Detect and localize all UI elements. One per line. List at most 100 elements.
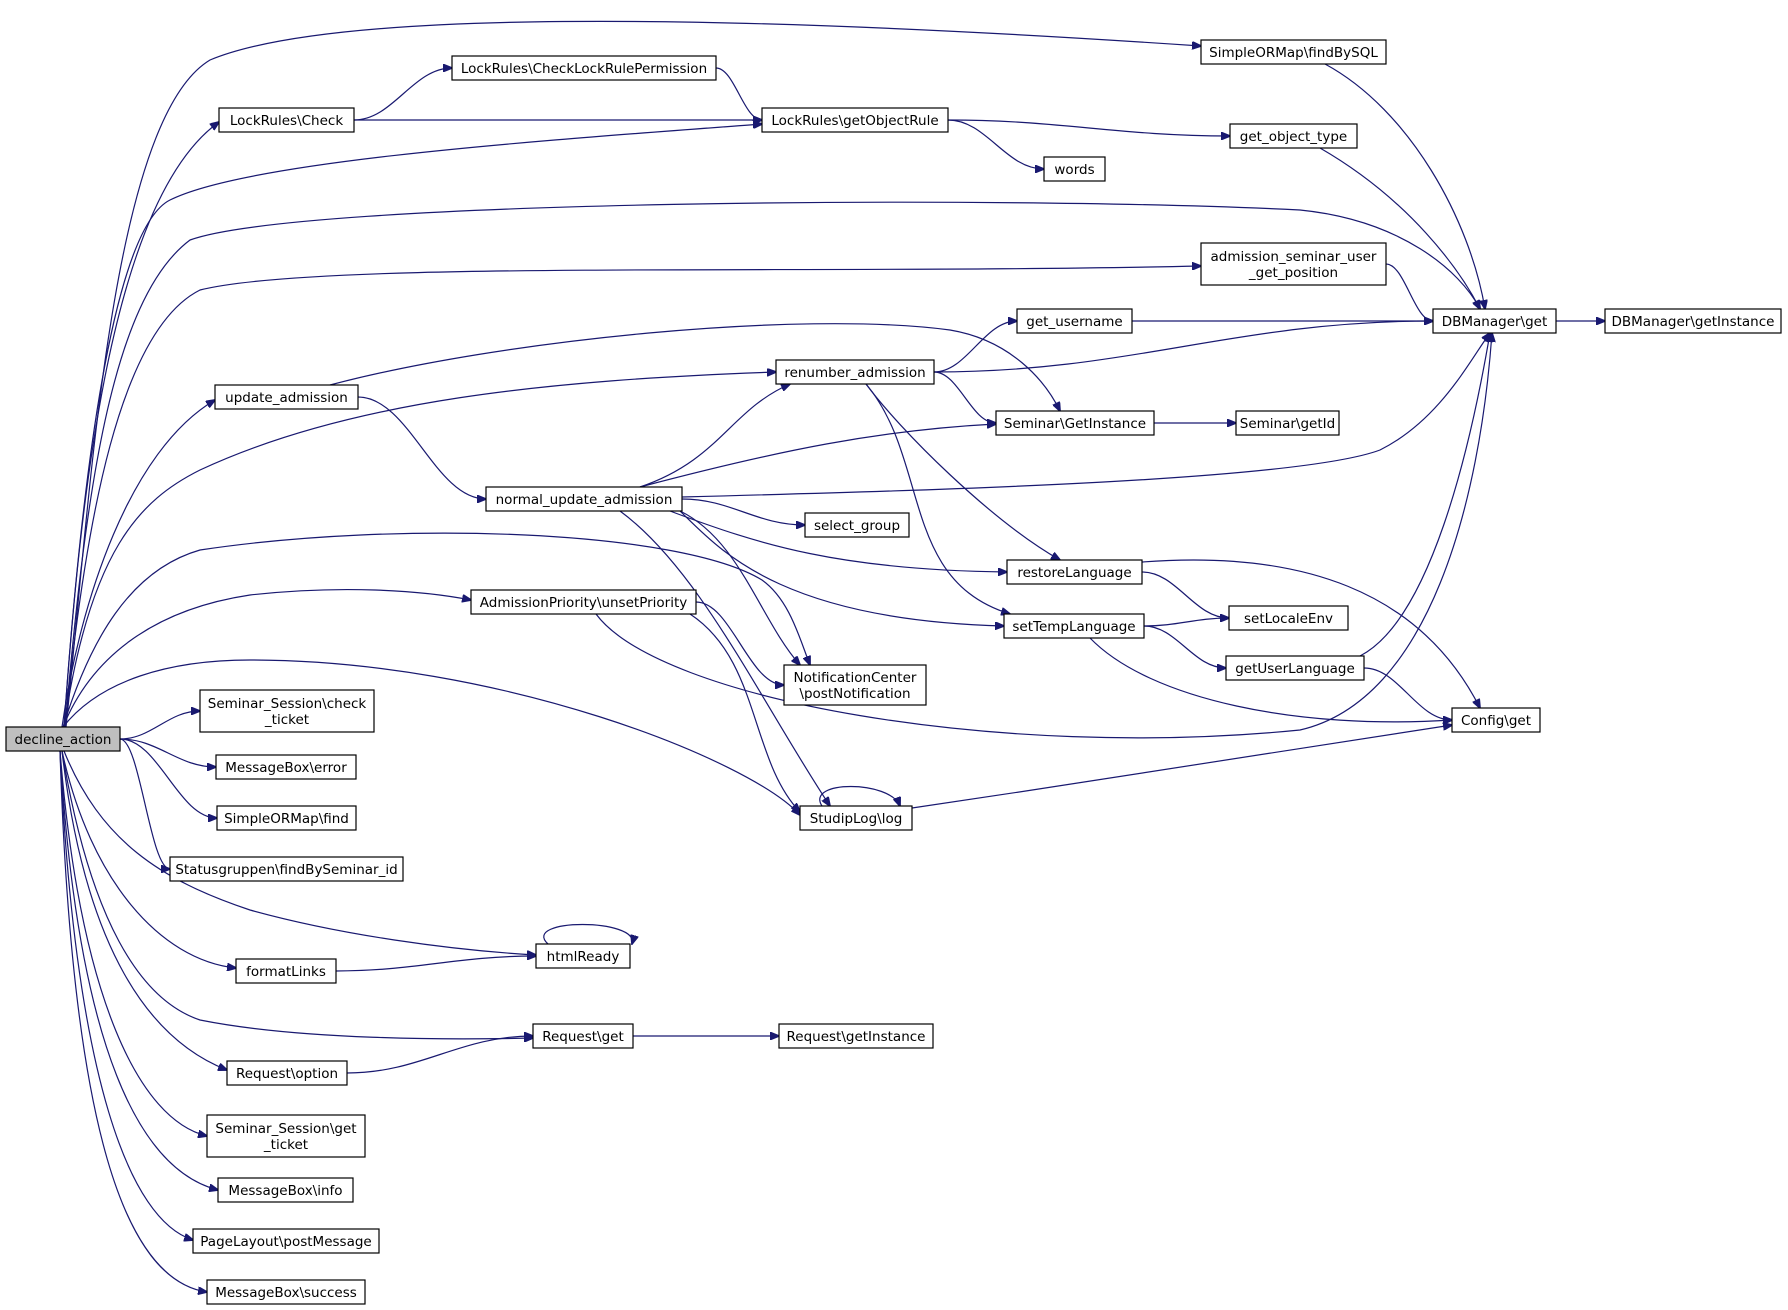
node-req-gi[interactable]: Request\getInstance: [778, 1023, 934, 1049]
node-formatLinks[interactable]: formatLinks: [235, 958, 337, 984]
node-ap-up[interactable]: AdmissionPriority\unsetPriority: [470, 589, 697, 615]
edge-renumber_admission-to-dbm_get: [933, 321, 1433, 373]
edge-update_admission-to-nua: [357, 396, 486, 499]
node-htmlReady[interactable]: htmlReady: [535, 943, 631, 969]
node-sorm-find[interactable]: SimpleORMap\find: [216, 805, 357, 831]
node-dbm-gi[interactable]: DBManager\getInstance: [1604, 308, 1782, 334]
node-req-option[interactable]: Request\option: [226, 1060, 348, 1086]
edge-decline_action-to-mb_success: [59, 750, 207, 1292]
edge-decline_action-to-mb_error: [119, 738, 216, 767]
node-getUserLanguage[interactable]: getUserLanguage: [1225, 655, 1365, 681]
node-ss-check[interactable]: Seminar_Session\check_ticket: [199, 689, 375, 733]
node-box: [1229, 123, 1358, 149]
node-label: get_username: [1026, 314, 1122, 330]
node-req-get[interactable]: Request\get: [532, 1023, 634, 1049]
node-label: LockRules\Check: [230, 113, 343, 129]
node-mb-info[interactable]: MessageBox\info: [217, 1177, 354, 1203]
node-box: [169, 856, 404, 882]
node-get-username[interactable]: get_username: [1016, 308, 1133, 334]
edge-htmlReady-to-htmlReady: [543, 923, 633, 945]
node-label: getUserLanguage: [1235, 661, 1355, 677]
edge-nua-to-sl_log: [619, 510, 830, 806]
node-box: [1200, 39, 1387, 65]
node-select-group[interactable]: select_group: [804, 512, 910, 538]
node-label: renumber_admission: [784, 365, 925, 381]
edge-renumber_admission-to-restoreLanguage: [865, 383, 1060, 560]
edge-lr_cclrp-to-lr_gor: [715, 67, 762, 120]
node-got[interactable]: get_object_type: [1229, 123, 1358, 149]
node-mb-success[interactable]: MessageBox\success: [206, 1279, 366, 1305]
edge-nua-to-restoreLanguage: [669, 510, 1007, 572]
edge-nua-to-dbm_get: [681, 333, 1490, 498]
edge-decline_action-to-sg_fbsi: [119, 738, 170, 869]
node-label: \postNotification: [799, 686, 910, 702]
edge-decline_action-to-renumber_admission: [63, 372, 776, 728]
edge-layer: [59, 20, 1605, 1292]
node-box: [199, 689, 375, 733]
node-sem-getid[interactable]: Seminar\getId: [1235, 410, 1340, 436]
node-lr-gor[interactable]: LockRules\getObjectRule: [761, 107, 949, 133]
node-box: [1043, 156, 1106, 182]
node-box: [5, 726, 121, 752]
edge-decline_action-to-lr_check: [63, 122, 219, 728]
node-box: [226, 1060, 348, 1086]
node-label: _ticket: [263, 1137, 308, 1153]
node-box: [1604, 308, 1782, 334]
node-sorm-fbs[interactable]: SimpleORMap\findBySQL: [1200, 39, 1387, 65]
edge-decline_action-to-req_option: [61, 750, 227, 1070]
node-box: [215, 754, 357, 780]
node-dbm-get[interactable]: DBManager\get: [1432, 308, 1557, 334]
node-box: [217, 1177, 354, 1203]
edge-decline_action-to-formatLinks: [61, 750, 236, 968]
edge-update_admission-to-sem_gi: [329, 323, 1060, 411]
edge-decline_action-to-ap_up: [62, 588, 471, 728]
node-label: select_group: [814, 518, 900, 534]
node-setLocaleEnv[interactable]: setLocaleEnv: [1228, 605, 1349, 631]
node-label: SimpleORMap\find: [224, 811, 349, 827]
node-config-get[interactable]: Config\get: [1451, 707, 1541, 733]
node-pl-pm[interactable]: PageLayout\postMessage: [192, 1228, 380, 1254]
node-sl-log[interactable]: StudipLog\log: [799, 805, 913, 831]
node-mb-error[interactable]: MessageBox\error: [215, 754, 357, 780]
node-renumber-admission[interactable]: renumber_admission: [775, 359, 935, 385]
node-lr-check[interactable]: LockRules\Check: [218, 107, 355, 133]
edge-formatLinks-to-htmlReady: [335, 956, 536, 972]
edge-nua-to-renumber_admission: [639, 384, 790, 488]
node-nua[interactable]: normal_update_admission: [485, 486, 683, 512]
node-restoreLanguage[interactable]: restoreLanguage: [1006, 559, 1143, 585]
edge-ap_up-to-dbm_get: [595, 333, 1492, 739]
node-layer: decline_action LockRules\Check LockRules\C…: [5, 39, 1782, 1305]
edge-renumber_admission-to-sem_gi: [933, 371, 996, 423]
edge-decline_action-to-asugp: [64, 266, 1201, 728]
node-label: decline_action: [15, 732, 112, 748]
node-label: Request\getInstance: [787, 1029, 926, 1045]
node-nc-pn[interactable]: NotificationCenter\postNotification: [783, 664, 927, 706]
node-asugp[interactable]: admission_seminar_user_get_position: [1200, 242, 1387, 286]
node-words[interactable]: words: [1043, 156, 1106, 182]
node-label: Seminar_Session\check: [208, 696, 367, 712]
node-sg-fbsi[interactable]: Statusgruppen\findBySeminar_id: [169, 856, 404, 882]
node-ss-get[interactable]: Seminar_Session\get_ticket: [206, 1114, 366, 1158]
edge-decline_action-to-sorm_find: [119, 738, 217, 818]
edge-sl_log-to-sl_log: [819, 785, 900, 807]
edge-decline_action-to-mb_info: [59, 750, 218, 1190]
node-setTempLanguage[interactable]: setTempLanguage: [1003, 613, 1145, 639]
node-label: htmlReady: [547, 949, 620, 965]
node-decline-action[interactable]: decline_action: [5, 726, 121, 752]
node-label: setLocaleEnv: [1244, 611, 1333, 627]
node-label: MessageBox\info: [228, 1183, 342, 1199]
node-box: [1016, 308, 1133, 334]
node-box: [206, 1114, 366, 1158]
node-box: [1451, 707, 1541, 733]
node-label: Request\option: [236, 1066, 338, 1082]
node-label: get_object_type: [1240, 129, 1347, 145]
edge-setTempLanguage-to-config_get: [1089, 637, 1452, 722]
edge-decline_action-to-req_get: [61, 750, 533, 1039]
node-sem-gi[interactable]: Seminar\GetInstance: [995, 410, 1155, 436]
node-lr-cclrp[interactable]: LockRules\CheckLockRulePermission: [451, 55, 717, 81]
node-label: LockRules\CheckLockRulePermission: [461, 61, 707, 77]
edge-req_option-to-req_get: [346, 1036, 533, 1074]
node-update-admission[interactable]: update_admission: [214, 384, 359, 410]
node-label: formatLinks: [246, 964, 326, 980]
